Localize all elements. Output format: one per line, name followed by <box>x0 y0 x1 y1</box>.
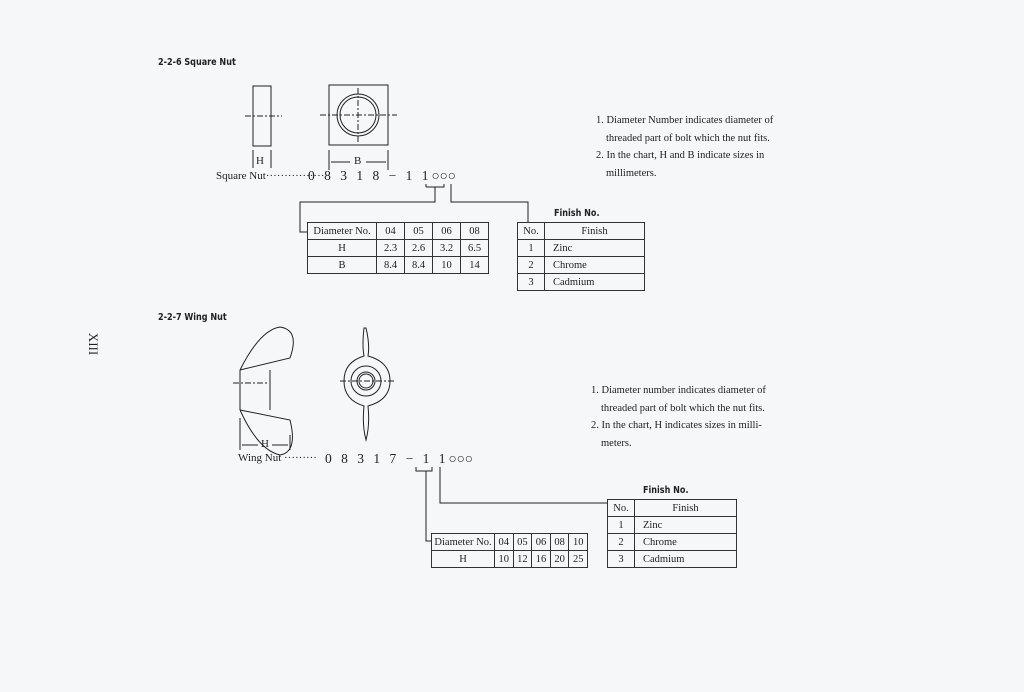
dimension-h-label: H <box>256 155 264 167</box>
table-cell: 2.6 <box>404 239 433 257</box>
dimension-b-label: B <box>354 155 362 167</box>
square-nut-side-view <box>245 85 282 168</box>
table-cell: Zinc <box>544 239 645 257</box>
wing-nut-notes: 1. Diameter number indicates diameter of… <box>591 385 766 449</box>
table-cell: 25 <box>568 550 588 568</box>
connector-lines <box>299 184 607 542</box>
table-cell: 10 <box>432 256 461 274</box>
table-cell: 06 <box>432 222 461 240</box>
square-nut-code-label: Square Nut················ <box>216 170 325 182</box>
finish-title-square: Finish No. <box>554 208 600 219</box>
square-nut-front-view <box>320 84 397 170</box>
table-cell: Cadmium <box>634 550 737 568</box>
wing-nut-top-view <box>340 327 395 442</box>
table-cell: 04 <box>494 533 514 551</box>
table-cell: No. <box>607 499 635 517</box>
table-cell: Cadmium <box>544 273 645 291</box>
table-cell: Finish <box>634 499 737 517</box>
table-cell: No. <box>517 222 545 240</box>
table-cell: 3 <box>517 273 545 291</box>
table-cell: 04 <box>376 222 405 240</box>
table-cell: Chrome <box>544 256 645 274</box>
table-cell: 12 <box>512 550 533 568</box>
table-cell: 1 <box>607 516 635 534</box>
table-cell: 3 <box>607 550 635 568</box>
section-heading-square-nut: 2-2-6 Square Nut <box>158 57 236 68</box>
table-cell: 05 <box>404 222 433 240</box>
dimension-h-label: H <box>261 438 269 450</box>
table-cell: 08 <box>460 222 489 240</box>
table-cell: 20 <box>549 550 570 568</box>
table-cell: Zinc <box>634 516 737 534</box>
table-cell: 8.4 <box>376 256 405 274</box>
wing-nut-part-code: 0 8 3 1 7 − 1 1○○○ <box>325 451 473 466</box>
table-cell: B <box>307 256 377 274</box>
table-cell: Finish <box>544 222 645 240</box>
square-nut-part-code: 0 8 3 1 8 − 1 1○○○ <box>308 168 456 183</box>
finish-title-wing: Finish No. <box>643 485 689 496</box>
table-cell: 05 <box>512 533 533 551</box>
table-cell: Diameter No. <box>307 222 377 240</box>
table-cell: 16 <box>531 550 551 568</box>
table-cell: 8.4 <box>404 256 433 274</box>
table-cell: H <box>431 550 495 568</box>
table-cell: Chrome <box>634 533 737 551</box>
table-cell: 08 <box>549 533 570 551</box>
table-cell: 3.2 <box>432 239 461 257</box>
table-cell: 2 <box>607 533 635 551</box>
wing-nut-code-label: Wing Nut ········· <box>238 452 317 464</box>
table-cell: 2 <box>517 256 545 274</box>
table-cell: H <box>307 239 377 257</box>
table-cell: 10 <box>494 550 514 568</box>
table-cell: 14 <box>460 256 489 274</box>
table-cell: 6.5 <box>460 239 489 257</box>
table-cell: 10 <box>568 533 588 551</box>
table-cell: 06 <box>531 533 551 551</box>
table-cell: 1 <box>517 239 545 257</box>
table-cell: 2.3 <box>376 239 405 257</box>
table-cell: Diameter No. <box>431 533 495 551</box>
section-heading-wing-nut: 2-2-7 Wing Nut <box>158 312 227 323</box>
square-nut-notes: 1. Diameter Number indicates diameter of… <box>596 115 774 179</box>
wing-nut-side-view <box>233 326 294 456</box>
